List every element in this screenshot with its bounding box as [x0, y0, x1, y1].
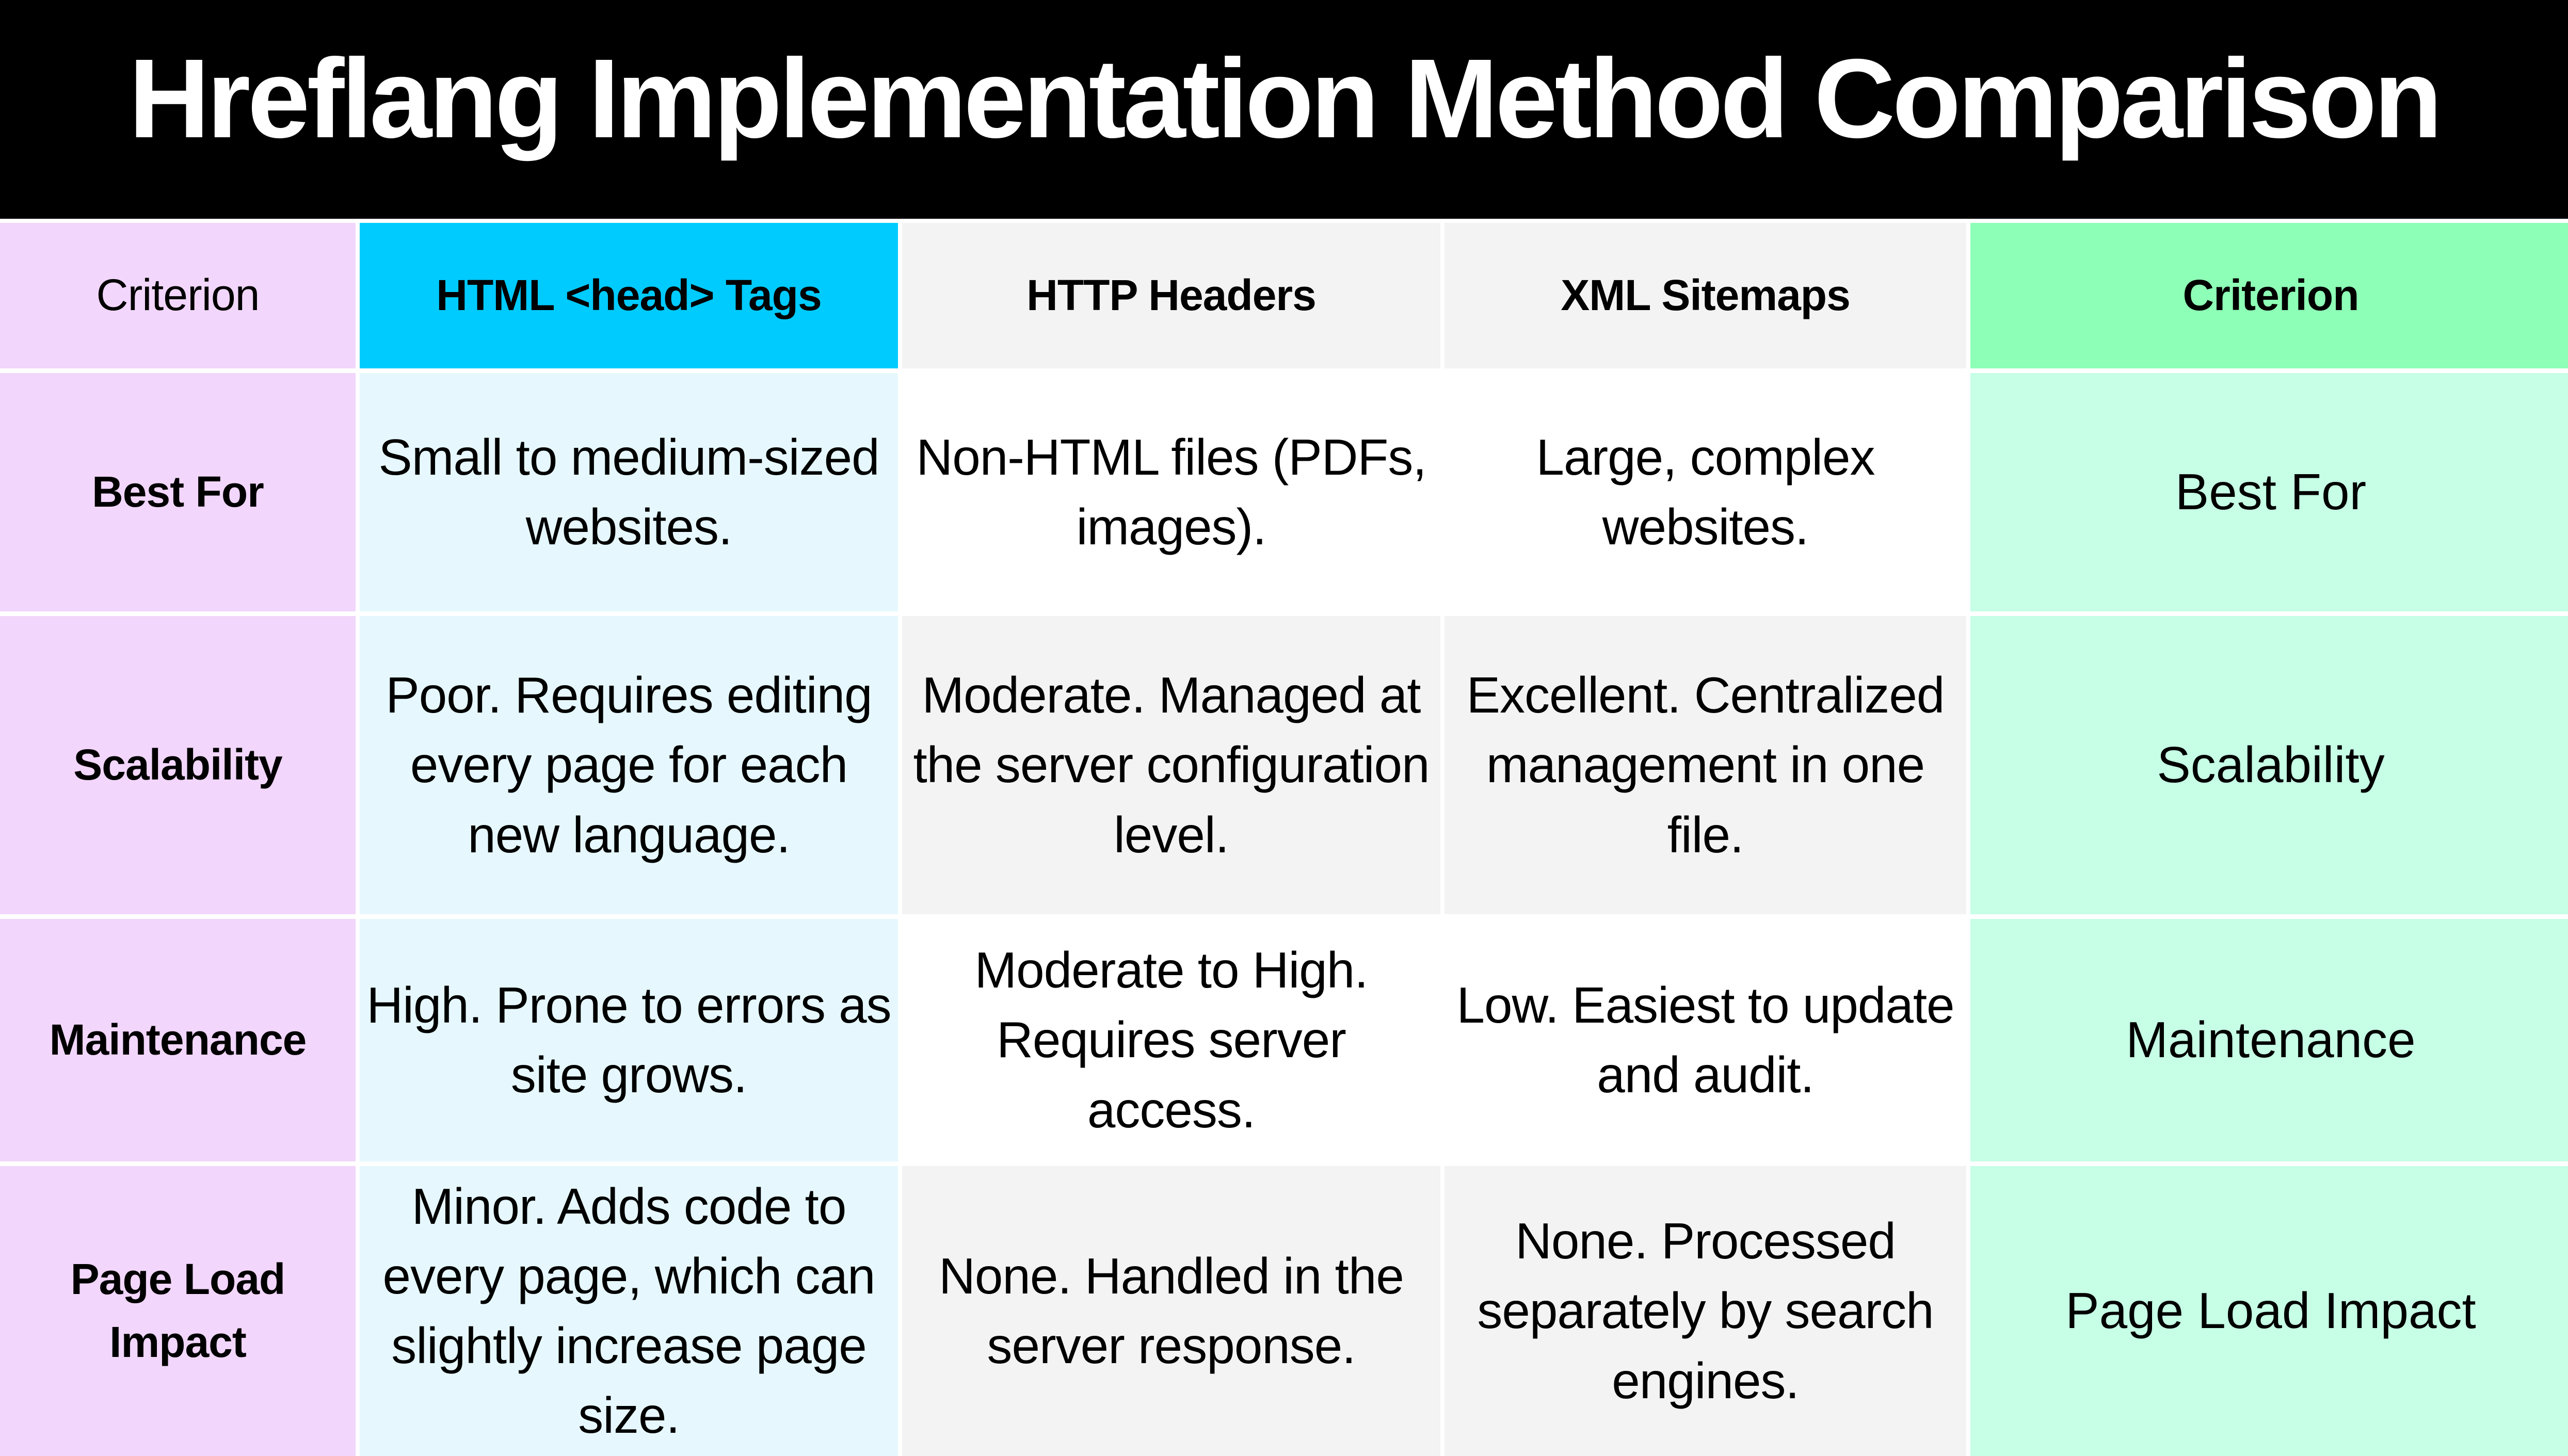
header-http-headers: HTTP Headers [902, 223, 1440, 368]
cell-best-for-html: Small to medium-sized websites. [360, 373, 898, 611]
header-html-head-tags: HTML <head> Tags [360, 223, 898, 368]
comparison-table: Criterion HTML <head> Tags HTTP Headers … [0, 223, 2568, 1456]
cell-scalability-xml: Excellent. Centralized management in one… [1444, 616, 1966, 914]
row-label-page-load-impact: Page Load Impact [0, 1166, 356, 1456]
cell-best-for-http: Non-HTML files (PDFs, images). [902, 373, 1440, 611]
cell-maintenance-html: High. Prone to errors as site grows. [360, 919, 898, 1161]
cell-maintenance-http: Moderate to High. Requires server access… [902, 919, 1440, 1161]
row-label-best-for: Best For [0, 373, 356, 611]
cell-maintenance-right: Maintenance [1970, 919, 2568, 1161]
row-label-scalability: Scalability [0, 616, 356, 914]
header-criterion: Criterion [0, 223, 356, 368]
cell-page-load-html: Minor. Adds code to every page, which ca… [360, 1166, 898, 1456]
page-title: Hreflang Implementation Method Compariso… [129, 36, 2443, 161]
cell-page-load-xml: None. Processed separately by search eng… [1444, 1166, 1966, 1456]
cell-page-load-http: None. Handled in the server response. [902, 1166, 1440, 1456]
cell-best-for-xml: Large, complex websites. [1444, 373, 1966, 611]
cell-page-load-right: Page Load Impact [1970, 1166, 2568, 1456]
row-label-maintenance: Maintenance [0, 919, 356, 1161]
cell-scalability-right: Scalability [1970, 616, 2568, 914]
cell-scalability-http: Moderate. Managed at the server configur… [902, 616, 1440, 914]
title-bar: Hreflang Implementation Method Compariso… [0, 0, 2568, 219]
header-xml-sitemaps: XML Sitemaps [1444, 223, 1966, 368]
cell-scalability-html: Poor. Requires editing every page for ea… [360, 616, 898, 914]
cell-maintenance-xml: Low. Easiest to update and audit. [1444, 919, 1966, 1161]
header-criterion-right: Criterion [1970, 223, 2568, 368]
cell-best-for-right: Best For [1970, 373, 2568, 611]
